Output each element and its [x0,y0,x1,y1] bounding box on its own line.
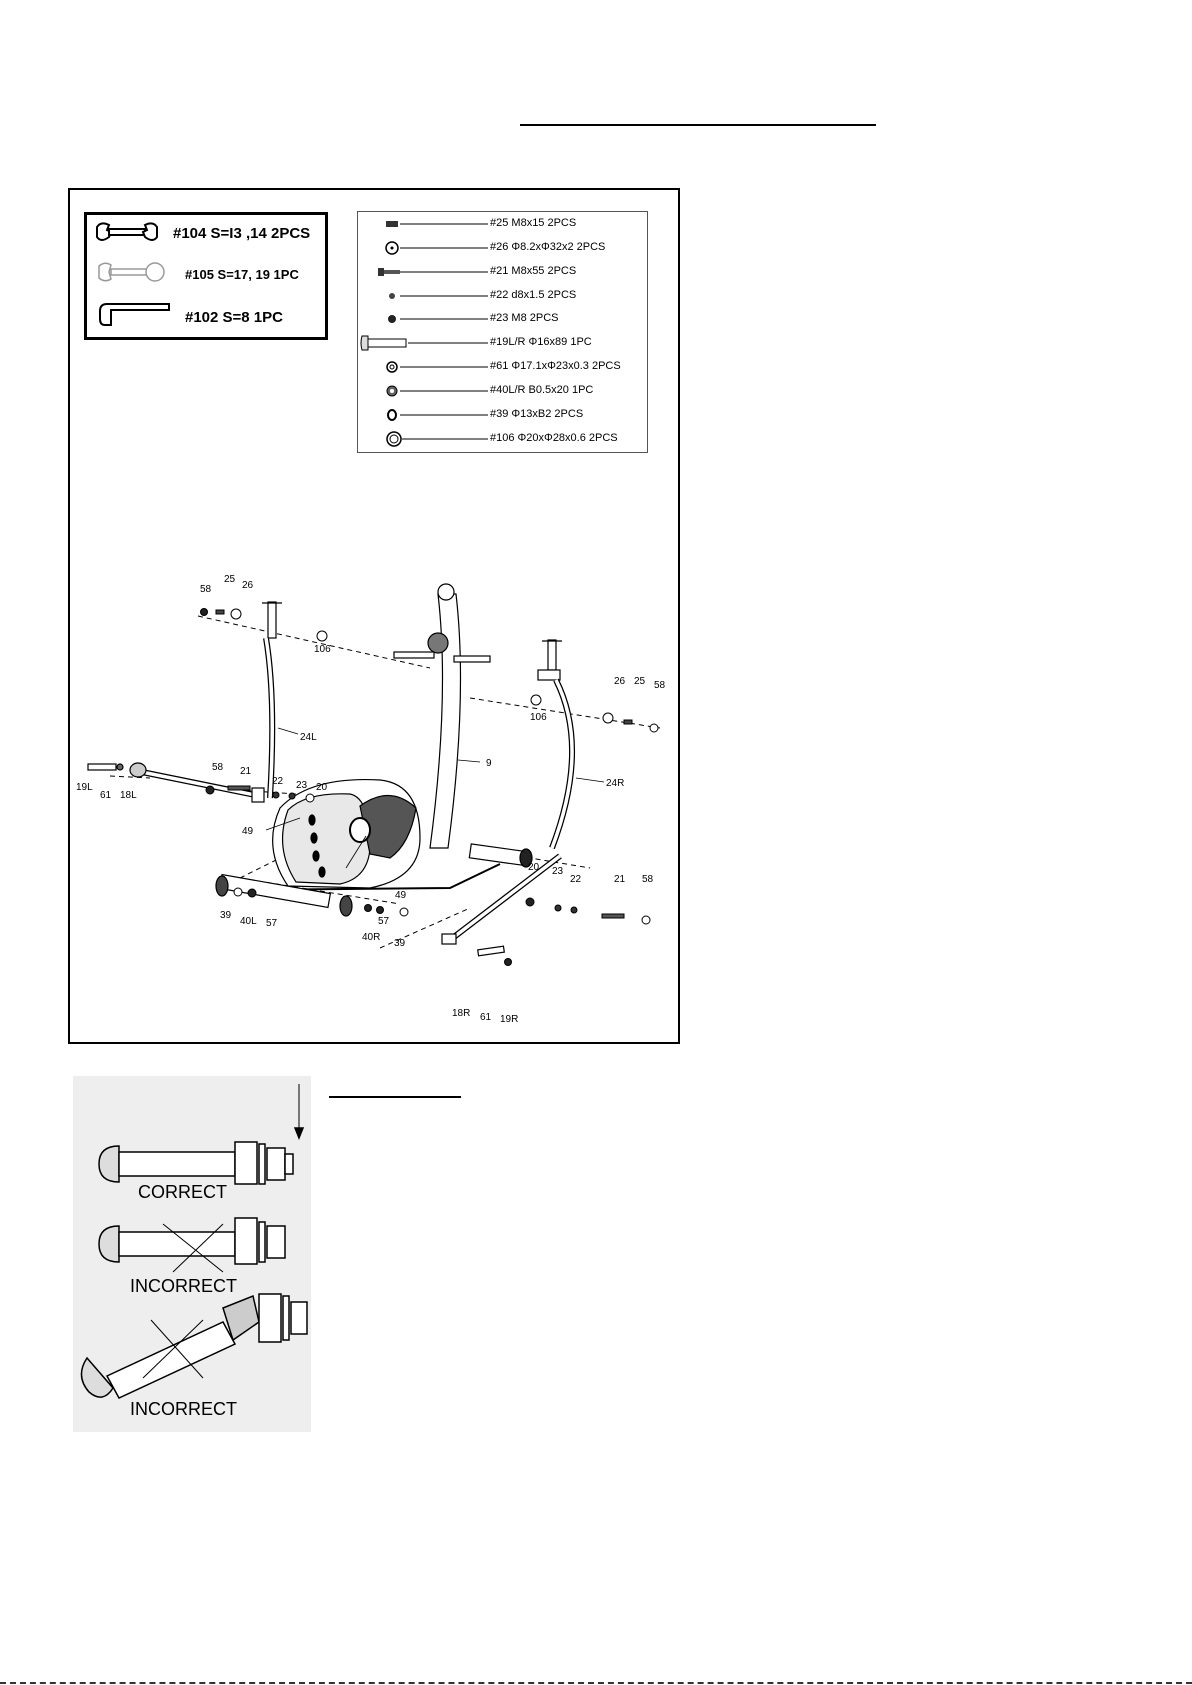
callout-57: 57 [378,916,390,927]
callout-58: 58 [200,584,212,595]
callout-106: 106 [314,644,331,655]
tool-label-104: #104 S=I3 ,14 2PCS [173,225,311,242]
washer-icon [385,241,399,255]
assembly-diagram-frame [68,188,680,1044]
title-underline [520,124,876,126]
callout-21: 21 [614,874,626,885]
bushing-icon [387,409,397,421]
hardware-label: #22 d8x1.5 2PCS [490,289,577,301]
callout-26: 26 [614,676,626,687]
callout-25: 25 [224,574,236,585]
callout-58: 58 [642,874,654,885]
callout-40R: 40R [362,932,380,943]
callout-23: 23 [552,866,564,877]
callout-22: 22 [570,874,582,885]
tools-box: #104 S=I3 ,14 2PCS #105 S=17, 19 1PC #10… [84,212,328,340]
callout-106: 106 [530,712,547,723]
axle-icon [360,335,407,351]
hardware-label: #25 M8x15 2PCS [490,217,577,229]
callout-40L: 40L [240,916,257,927]
callout-26: 26 [242,580,254,591]
callout-49: 49 [395,890,407,901]
washer-icon [386,361,398,373]
caption-correct: CORRECT [138,1182,227,1202]
caption-incorrect: INCORRECT [130,1399,237,1419]
callout-24L: 24L [300,732,317,743]
hardware-label: #61 Φ17.1xΦ23x0.3 2PCS [490,360,621,372]
hardware-label: #26 Φ8.2xΦ32x2 2PCS [490,241,606,253]
callout-39: 39 [220,910,232,921]
callout-19R: 19R [500,1014,518,1025]
hardware-label: #23 M8 2PCS [490,312,559,324]
caption-incorrect: INCORRECT [130,1276,237,1296]
callout-19L: 19L [76,782,93,793]
callout-20: 20 [528,862,540,873]
callout-24R: 24R [606,778,624,789]
footer-divider [0,1682,1192,1684]
allen-key-icon [99,303,170,326]
hardware-box: #25 M8x15 2PCS #26 Φ8.2xΦ32x2 2PCS #21 M… [357,211,648,453]
callout-58: 58 [654,680,666,691]
hardware-label: #39 Φ13xB2 2PCS [490,408,584,420]
hardware-label: #21 M8x55 2PCS [490,265,577,277]
open-end-wrench-icon [96,222,158,241]
long-bolt-icon [378,268,400,276]
callout-61: 61 [100,790,112,801]
callout-57: 57 [266,918,278,929]
callout-18L: 18L [120,790,137,801]
bolt-icon [386,221,398,227]
bolt-assembly-examples: CORRECT INCORRECT INCORRECT [73,1076,311,1432]
flat-wrench-icon [98,262,165,282]
callout-23: 23 [296,780,308,791]
callout-25: 25 [634,676,646,687]
callout-39: 39 [394,938,406,949]
callout-22: 22 [272,776,284,787]
callout-20: 20 [316,782,328,793]
callout-9: 9 [486,758,492,769]
tool-label-105: #105 S=17, 19 1PC [185,267,299,282]
nut-icon [388,315,396,323]
bolt-illustrations [80,1084,308,1399]
callout-21: 21 [240,766,252,777]
callout-49: 49 [242,826,254,837]
hardware-label: #106 Φ20xΦ28x0.6 2PCS [490,432,618,444]
bearing-icon [386,385,398,397]
callout-58: 58 [212,762,224,773]
hardware-icons [360,221,488,447]
callout-61: 61 [480,1012,492,1023]
note-heading-underline [329,1096,461,1098]
spring-washer-icon [389,293,395,299]
exploded-assembly-drawing: 58 25 26 106 24L 9 106 26 25 58 24R 19L … [76,574,666,1025]
large-washer-icon [386,431,402,447]
callout-18R: 18R [452,1008,470,1019]
hardware-label: #19L/R Φ16x89 1PC [490,336,592,348]
hardware-label: #40L/R B0.5x20 1PC [490,384,594,396]
tool-label-102: #102 S=8 1PC [185,309,283,326]
